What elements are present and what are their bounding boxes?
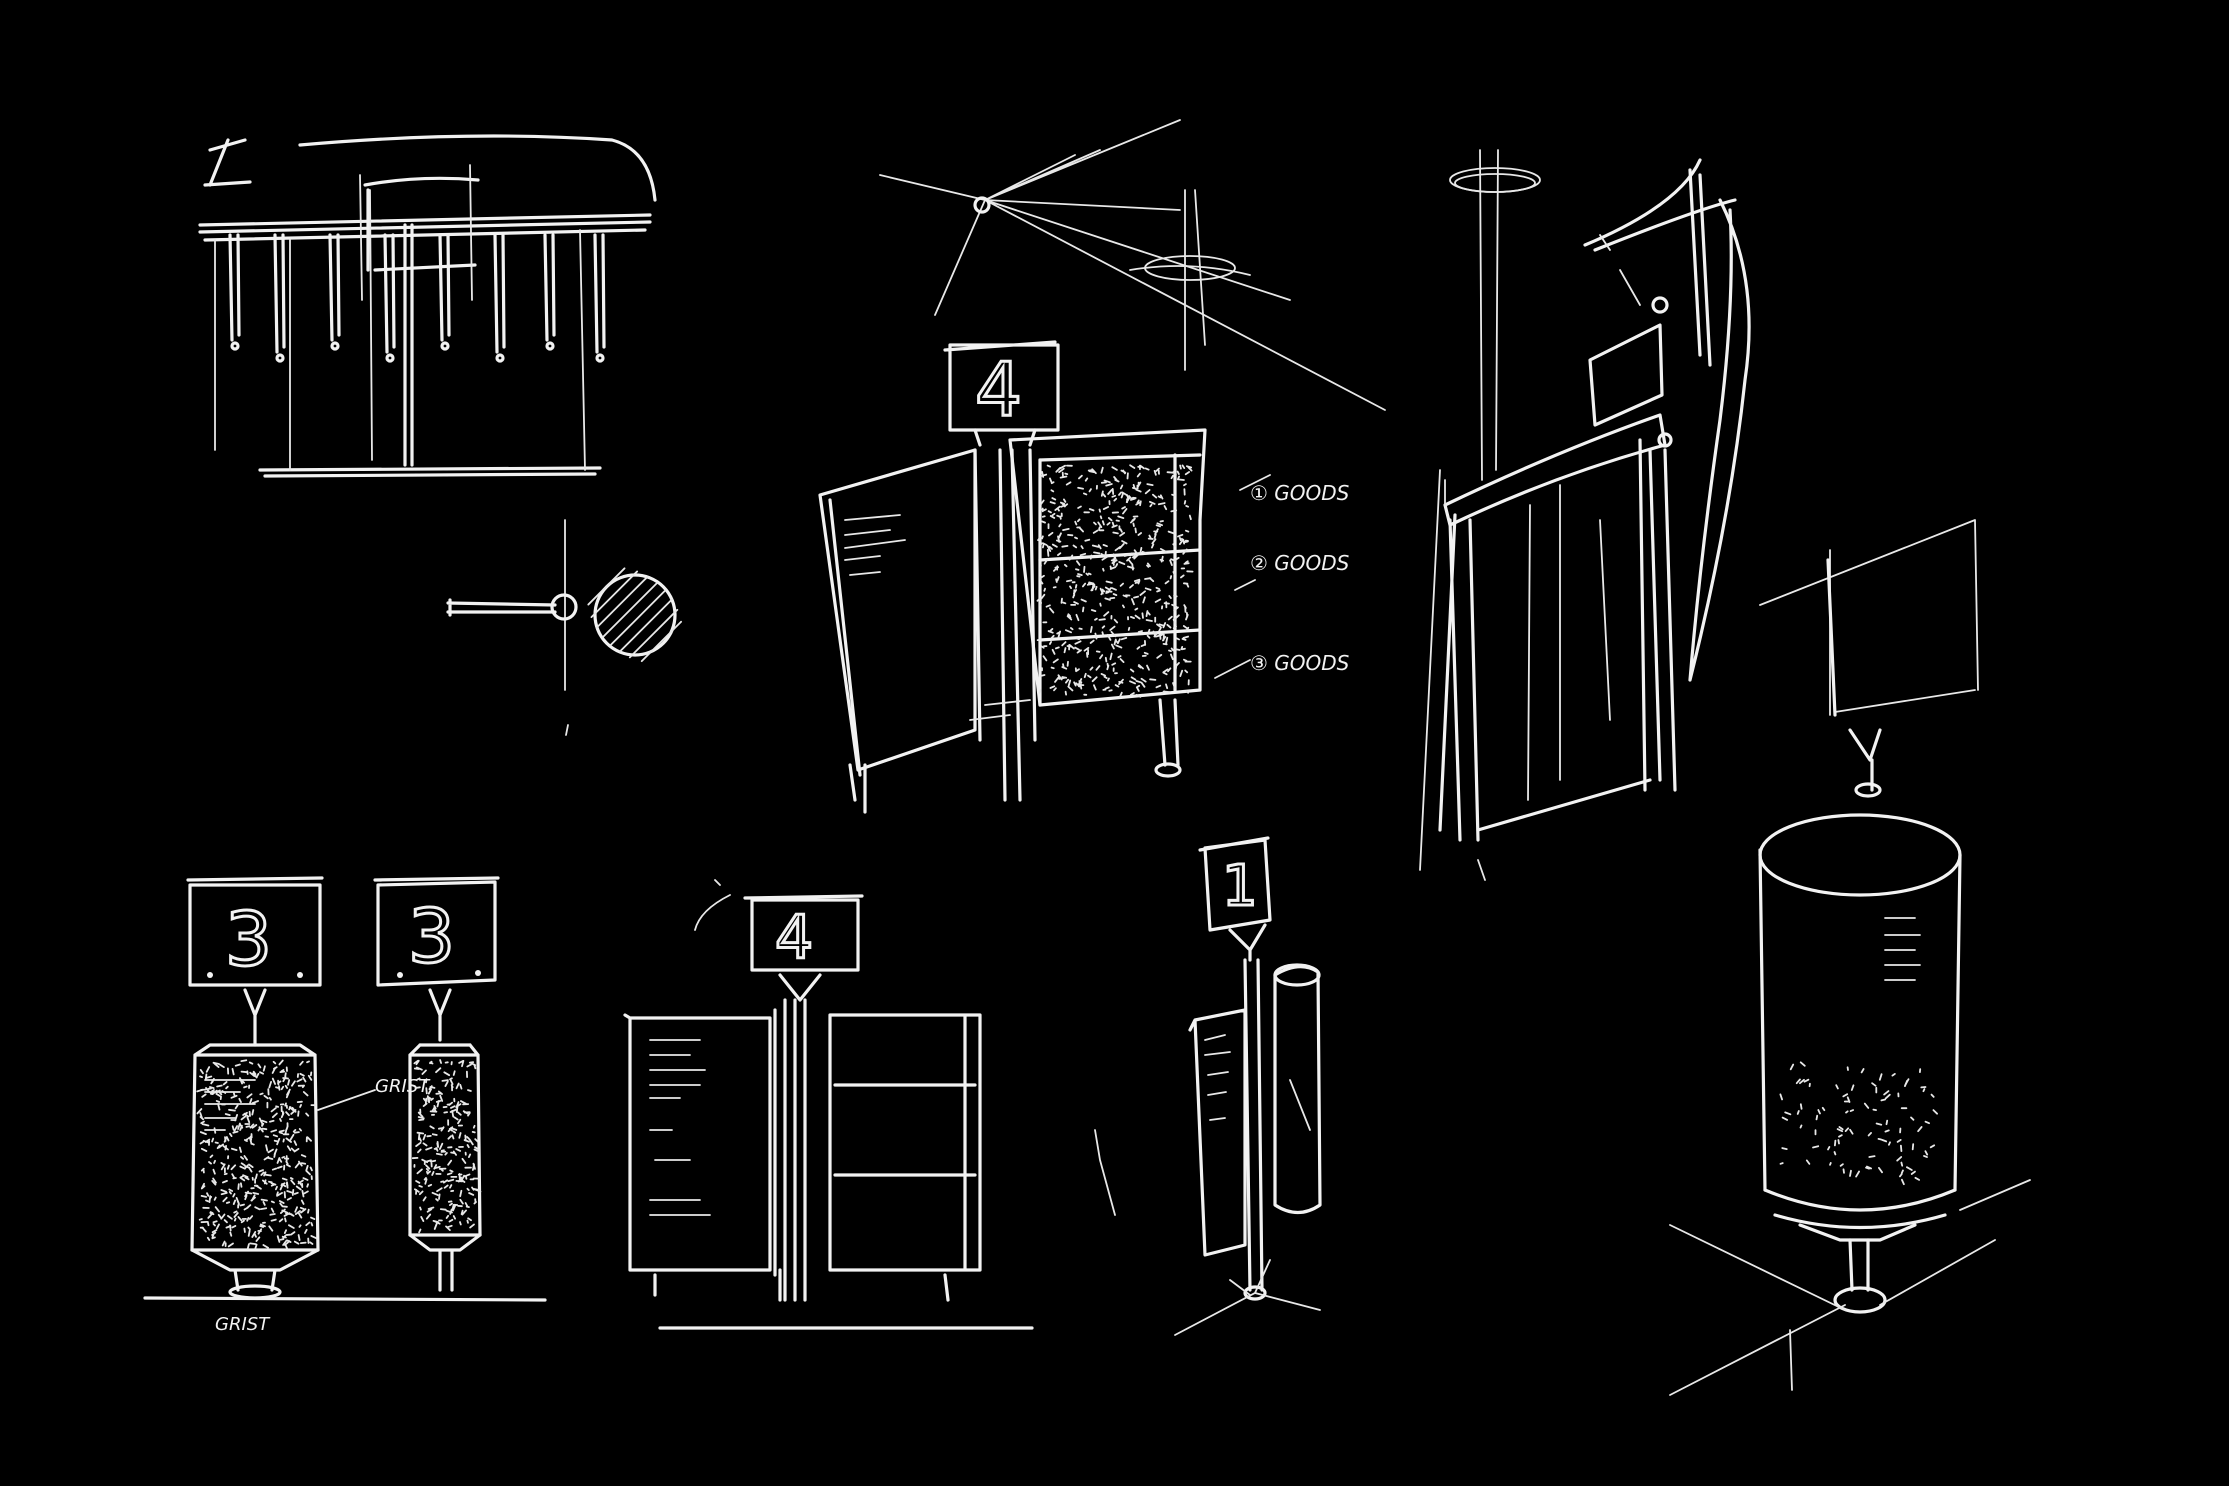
cabinet-sign-number: 4: [975, 347, 1022, 433]
pole-sign-sketch: 1: [1094, 836, 1322, 1336]
column-sign-number-2: 3: [408, 894, 455, 980]
grist-columns-sketch: 3 3 GRIST GRIST: [143, 876, 547, 1335]
pole-sign-number: 1: [1222, 854, 1258, 919]
column-sign-number-1: 3: [225, 897, 272, 983]
cylinder-display-sketch: [1669, 519, 2031, 1396]
goods-cabinet-sketch: 4 ① GOODS ② GOODS ③ GOODS: [818, 119, 1386, 814]
grist-callout-label: GRIST: [375, 1076, 431, 1097]
grist-caption: GRIST: [215, 1314, 271, 1335]
goods-label-2: ② GOODS: [1250, 551, 1350, 575]
goods-label-3: ③ GOODS: [1250, 651, 1350, 675]
goods-label-1: ① GOODS: [1250, 481, 1350, 505]
hanging-rail-sketch: [198, 134, 657, 478]
curved-panel-sketch: [1419, 149, 1751, 881]
plan-detail-sketch: [446, 519, 683, 736]
front-elevation-sketch: 4: [623, 879, 1034, 1330]
elevation-sign-number: 4: [775, 903, 813, 973]
